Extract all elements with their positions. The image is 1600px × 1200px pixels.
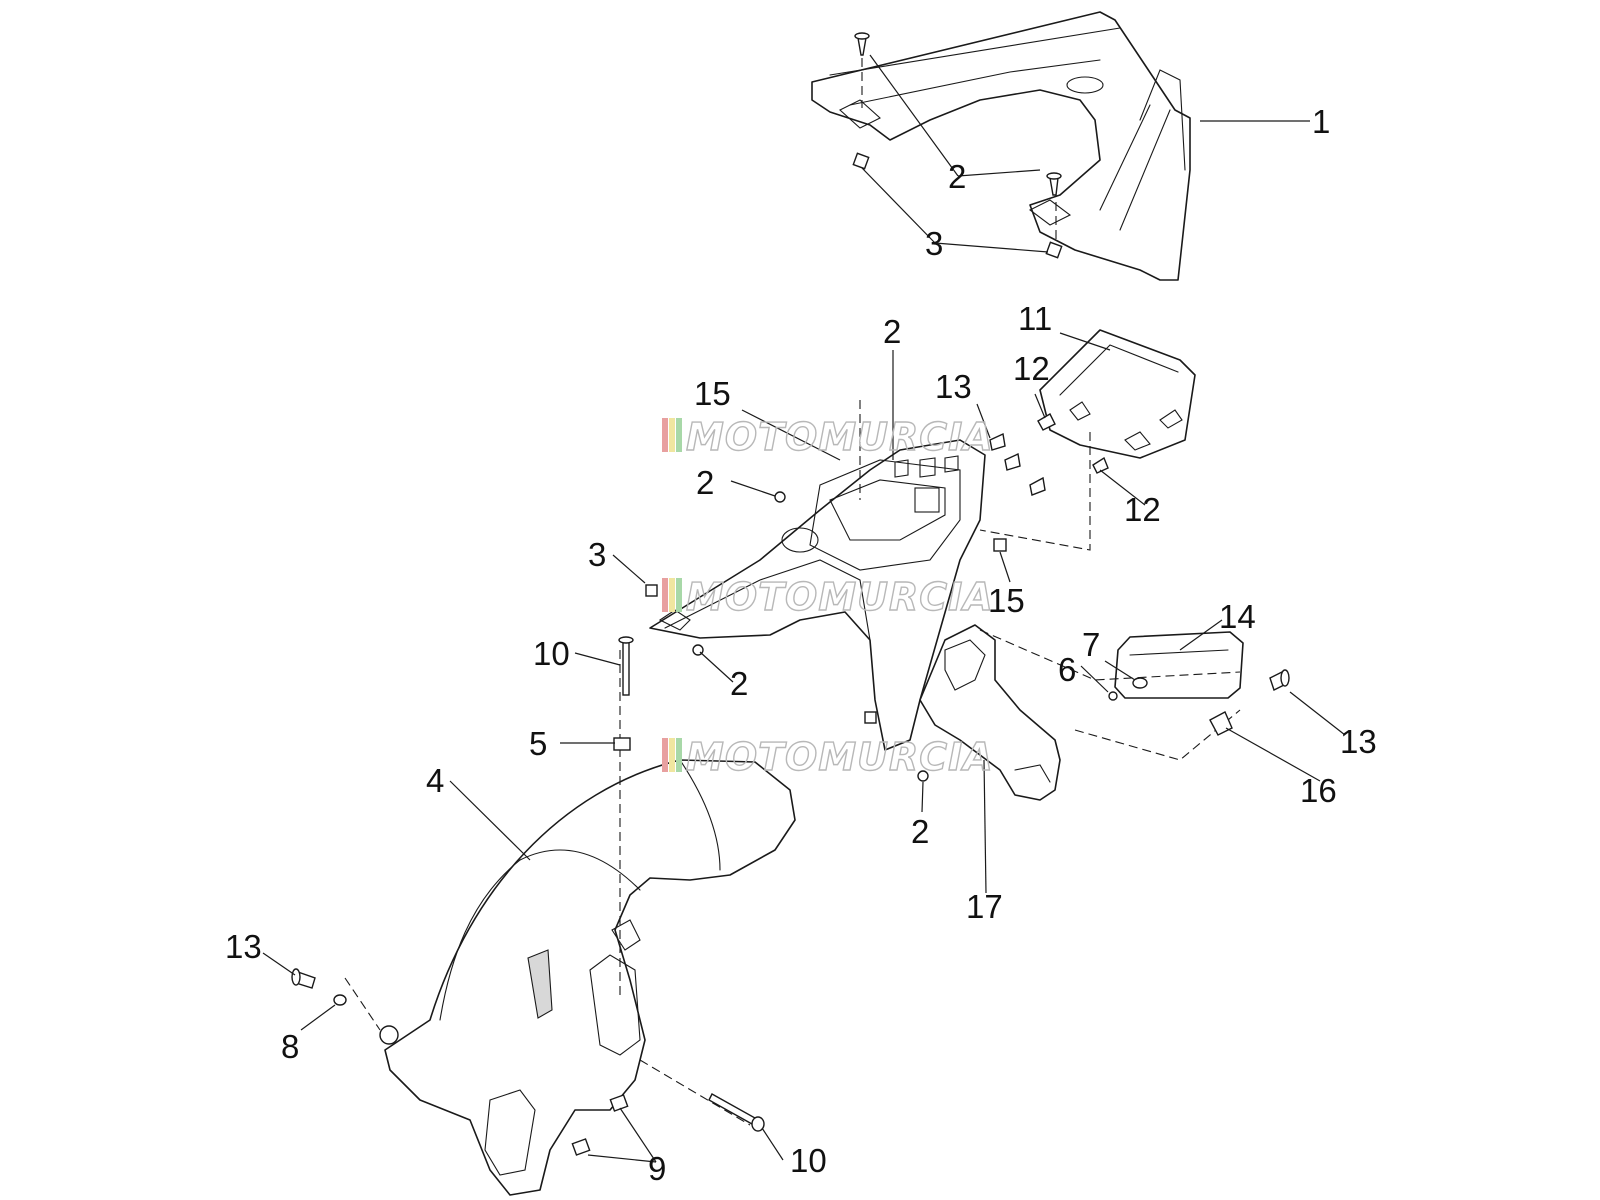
central-frame-bracket xyxy=(649,439,986,751)
callout-labels: 1 2 3 11 2 12 15 13 12 2 3 15 14 7 6 10 … xyxy=(225,103,1377,1187)
callout-12: 12 xyxy=(1124,491,1161,528)
callout-6: 6 xyxy=(1058,651,1076,688)
callout-4: 4 xyxy=(426,762,444,799)
callout-8: 8 xyxy=(281,1028,299,1065)
watermark-bottom: MOTOMURCIA xyxy=(662,734,994,780)
callout-3: 3 xyxy=(588,536,606,573)
callout-10: 10 xyxy=(790,1142,827,1179)
callout-17: 17 xyxy=(966,888,1003,925)
part-14-reflector xyxy=(1114,631,1244,699)
callout-1: 1 xyxy=(1312,103,1330,140)
watermark: MOTOMURCIA MOTOMURCIA MOTOMURCIA xyxy=(662,414,994,780)
callout-10: 10 xyxy=(533,635,570,672)
callout-15: 15 xyxy=(694,375,731,412)
part-11-small-cover xyxy=(1039,329,1196,459)
watermark-text-middle: MOTOMURCIA xyxy=(686,575,994,619)
callout-2: 2 xyxy=(948,158,966,195)
callout-7: 7 xyxy=(1082,626,1100,663)
watermark-text-bottom: MOTOMURCIA xyxy=(686,735,994,779)
callout-2: 2 xyxy=(696,464,714,501)
part-1-rear-cover xyxy=(811,11,1191,281)
part-4-rear-mudguard xyxy=(379,759,796,1196)
callout-9: 9 xyxy=(648,1150,666,1187)
leader-lines xyxy=(262,54,1346,1163)
callout-2: 2 xyxy=(911,813,929,850)
callout-16: 16 xyxy=(1300,772,1337,809)
watermark-middle: MOTOMURCIA xyxy=(662,574,994,620)
callout-2: 2 xyxy=(883,313,901,350)
callout-11: 11 xyxy=(1018,300,1052,337)
callout-12: 12 xyxy=(1013,350,1050,387)
part-17-lower-bracket xyxy=(919,624,1061,801)
callout-13: 13 xyxy=(1340,723,1377,760)
callout-15: 15 xyxy=(988,582,1025,619)
callout-13: 13 xyxy=(225,928,262,965)
callout-2: 2 xyxy=(730,665,748,702)
callout-14: 14 xyxy=(1219,598,1256,635)
callout-3: 3 xyxy=(925,225,943,262)
callout-5: 5 xyxy=(529,725,547,762)
callout-13: 13 xyxy=(935,368,972,405)
watermark-top: MOTOMURCIA xyxy=(662,414,994,460)
watermark-text-top: MOTOMURCIA xyxy=(686,415,994,459)
